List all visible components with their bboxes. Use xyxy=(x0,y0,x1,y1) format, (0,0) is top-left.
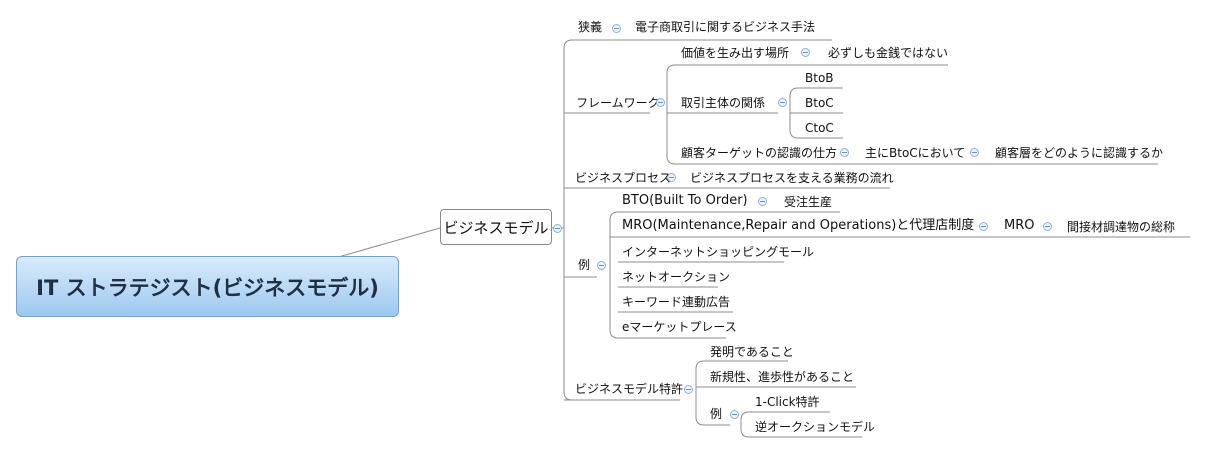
collapse-icon[interactable] xyxy=(656,98,665,107)
collapse-icon[interactable] xyxy=(730,410,739,419)
parties-spine xyxy=(789,87,799,139)
topic-btob[interactable]: BtoB xyxy=(805,71,834,85)
collapse-icon[interactable] xyxy=(801,48,810,57)
topic-mro[interactable]: MRO(Maintenance,Repair and Operations)と代… xyxy=(622,218,975,233)
topic-how-recognize[interactable]: 顧客層をどのように認識するか xyxy=(995,146,1164,160)
topic-patent[interactable]: ビジネスモデル特許 xyxy=(575,382,684,396)
topic-target[interactable]: 顧客ターゲットの認識の仕方 xyxy=(681,146,838,160)
topic-process-definition[interactable]: ビジネスプロセスを支える業務の流れ xyxy=(690,171,894,185)
collapse-icon[interactable] xyxy=(612,24,621,33)
topic-emarketplace[interactable]: eマーケットプレース xyxy=(622,320,737,334)
collapse-icon[interactable] xyxy=(758,197,767,206)
topic-keyword-ad[interactable]: キーワード連動広告 xyxy=(622,295,731,309)
topic-oneclick[interactable]: 1-Click特許 xyxy=(755,395,820,409)
topic-net-auction[interactable]: ネットオークション xyxy=(622,270,731,284)
topic-value-place[interactable]: 価値を生み出す場所 xyxy=(681,46,790,60)
collapse-icon[interactable] xyxy=(840,148,849,157)
topic-narrow[interactable]: 狭義 xyxy=(578,20,603,34)
patent-spine xyxy=(695,360,705,426)
topic-mainly-btoc[interactable]: 主にBtoCにおいて xyxy=(865,146,966,160)
topic-examples[interactable]: 例 xyxy=(578,258,591,272)
topic-mro-definition[interactable]: 間接材調達物の総称 xyxy=(1067,220,1176,234)
collapse-icon[interactable] xyxy=(684,385,693,394)
topic-btoc[interactable]: BtoC xyxy=(805,96,834,110)
topic-novelty[interactable]: 新規性、進歩性があること xyxy=(710,370,855,384)
topic-patent-example[interactable]: 例 xyxy=(710,407,723,421)
topic-mro-short[interactable]: MRO xyxy=(1004,218,1035,233)
topic-reverse-auction[interactable]: 逆オークションモデル xyxy=(755,420,876,434)
topic-invention[interactable]: 発明であること xyxy=(710,345,794,359)
collapse-icon[interactable] xyxy=(597,261,606,270)
topic-shopping-mall[interactable]: インターネットショッピングモール xyxy=(622,245,815,259)
collapse-icon[interactable] xyxy=(778,98,787,107)
collapse-icon[interactable] xyxy=(979,222,988,231)
level1-spine xyxy=(563,39,573,401)
collapse-icon[interactable] xyxy=(553,224,562,233)
framework-spine xyxy=(666,64,676,165)
topic-process[interactable]: ビジネスプロセス xyxy=(575,171,672,185)
examples-spine xyxy=(609,211,619,339)
topic-parties[interactable]: 取引主体の関係 xyxy=(681,96,766,110)
collapse-icon[interactable] xyxy=(970,148,979,157)
root-topic[interactable]: IT ストラテジスト(ビジネスモデル) xyxy=(16,256,399,317)
topic-bto-definition[interactable]: 受注生産 xyxy=(784,195,833,209)
topic-narrow-definition[interactable]: 電子商取引に関するビジネス手法 xyxy=(635,20,816,34)
topic-not-money[interactable]: 必ずしも金銭ではない xyxy=(828,46,949,60)
main-topic[interactable]: ビジネスモデル xyxy=(440,209,552,245)
topic-ctoc[interactable]: CtoC xyxy=(805,121,834,135)
collapse-icon[interactable] xyxy=(1043,222,1052,231)
collapse-icon[interactable] xyxy=(667,173,676,182)
topic-bto[interactable]: BTO(Built To Order) xyxy=(622,193,748,208)
topic-framework[interactable]: フレームワーク xyxy=(576,96,660,110)
patent-ex-spine xyxy=(740,411,750,438)
